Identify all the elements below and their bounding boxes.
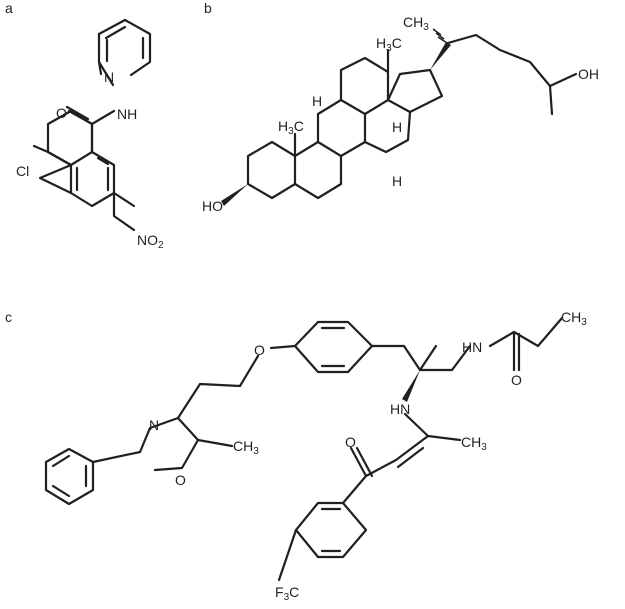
c21-methyl-label: CH3 [403,14,429,33]
hydroxyl-right-label: OH [578,66,599,82]
oxazole-methyl-label: CH3 [233,438,259,457]
ether-oxygen-label: O [254,342,265,358]
steroid-ring-d [363,98,412,154]
bond-nitro-ring [112,191,136,232]
enamine-methyl-label: CH3 [461,434,487,453]
bond-carbonyl-double [65,105,90,121]
bond-chlorine [32,144,73,167]
trifluoromethylphenyl-double-bonds [320,507,342,553]
panel-b-structure: b HO H3C H H H H3C OH [202,0,599,214]
bond-nitro [112,191,136,208]
ketone-oxygen-label: O [345,434,356,450]
wedge-stereocenter [402,370,420,402]
c10-methyl-label: H3C [278,118,304,137]
steroid-ring-a [246,140,297,200]
oxazole-nitrogen-label: N [149,417,159,433]
panel-a-structure: a N NH O Cl NO2 [5,0,164,251]
steroid-ring-d-five [386,68,444,114]
oxazole-oxygen-label: O [175,472,186,488]
bond-pyridine-nh [97,60,115,87]
bond-ethyl-linker [176,354,260,420]
panel-b-label: b [204,0,212,16]
bond-propanamide [488,316,564,348]
hash-c20-methyl [432,28,448,44]
bond-sidechain [446,33,552,88]
steroid-ring-c [316,98,367,158]
bond-enamine [403,412,462,442]
trifluoromethylphenyl-ring [294,474,368,559]
amide-oxygen-label: O [511,372,522,388]
pyridine-ring [97,18,152,77]
nitro-label: NO2 [137,232,164,251]
carbonyl-oxygen-label: O [56,105,67,121]
chlorine-label: Cl [16,163,29,179]
h9-label: H [312,93,322,109]
wedge-c17-sidechain [430,42,451,70]
bond-cf3 [277,528,298,582]
phenylene-ring [269,320,374,374]
phenyl-ring-double-bonds [51,454,88,498]
steroid-ring-b [293,140,343,200]
phenylene-ring-double-bonds [320,326,346,368]
bond-benzyl [370,344,438,372]
c13-methyl-label: H3C [376,35,402,54]
bond-aminomethyl [418,344,472,372]
bond-ring-junction [69,122,94,167]
propyl-methyl-label: CH3 [561,309,587,328]
trifluoromethyl-label: F3C [275,584,299,603]
steroid-ring-c-top [339,56,390,102]
panel-c-structure: c N O CH3 O HN O CH3 HN CH3 O [5,309,587,603]
panel-c-label: c [5,309,12,325]
bond-cl-attach [38,163,73,195]
amide-nh-label: NH [117,106,137,122]
bond-ketone [349,446,374,478]
bond-amide-carbonyl [512,330,521,372]
bond-oxazole-methyl [196,438,234,448]
h14-label: H [392,119,402,135]
amide-nh-label: HN [462,339,482,355]
hydroxyl-left-label: HO [202,198,223,214]
oxazole-ring [138,416,200,472]
bond-phenyl-oxazole [91,450,142,464]
panel-a-label: a [5,0,13,16]
bond-enone [364,434,430,478]
h8-label: H [392,173,402,189]
bond-terminal-carbon [548,72,578,116]
wedge-c3-oh [221,184,248,206]
phenyl-ring [44,447,95,506]
